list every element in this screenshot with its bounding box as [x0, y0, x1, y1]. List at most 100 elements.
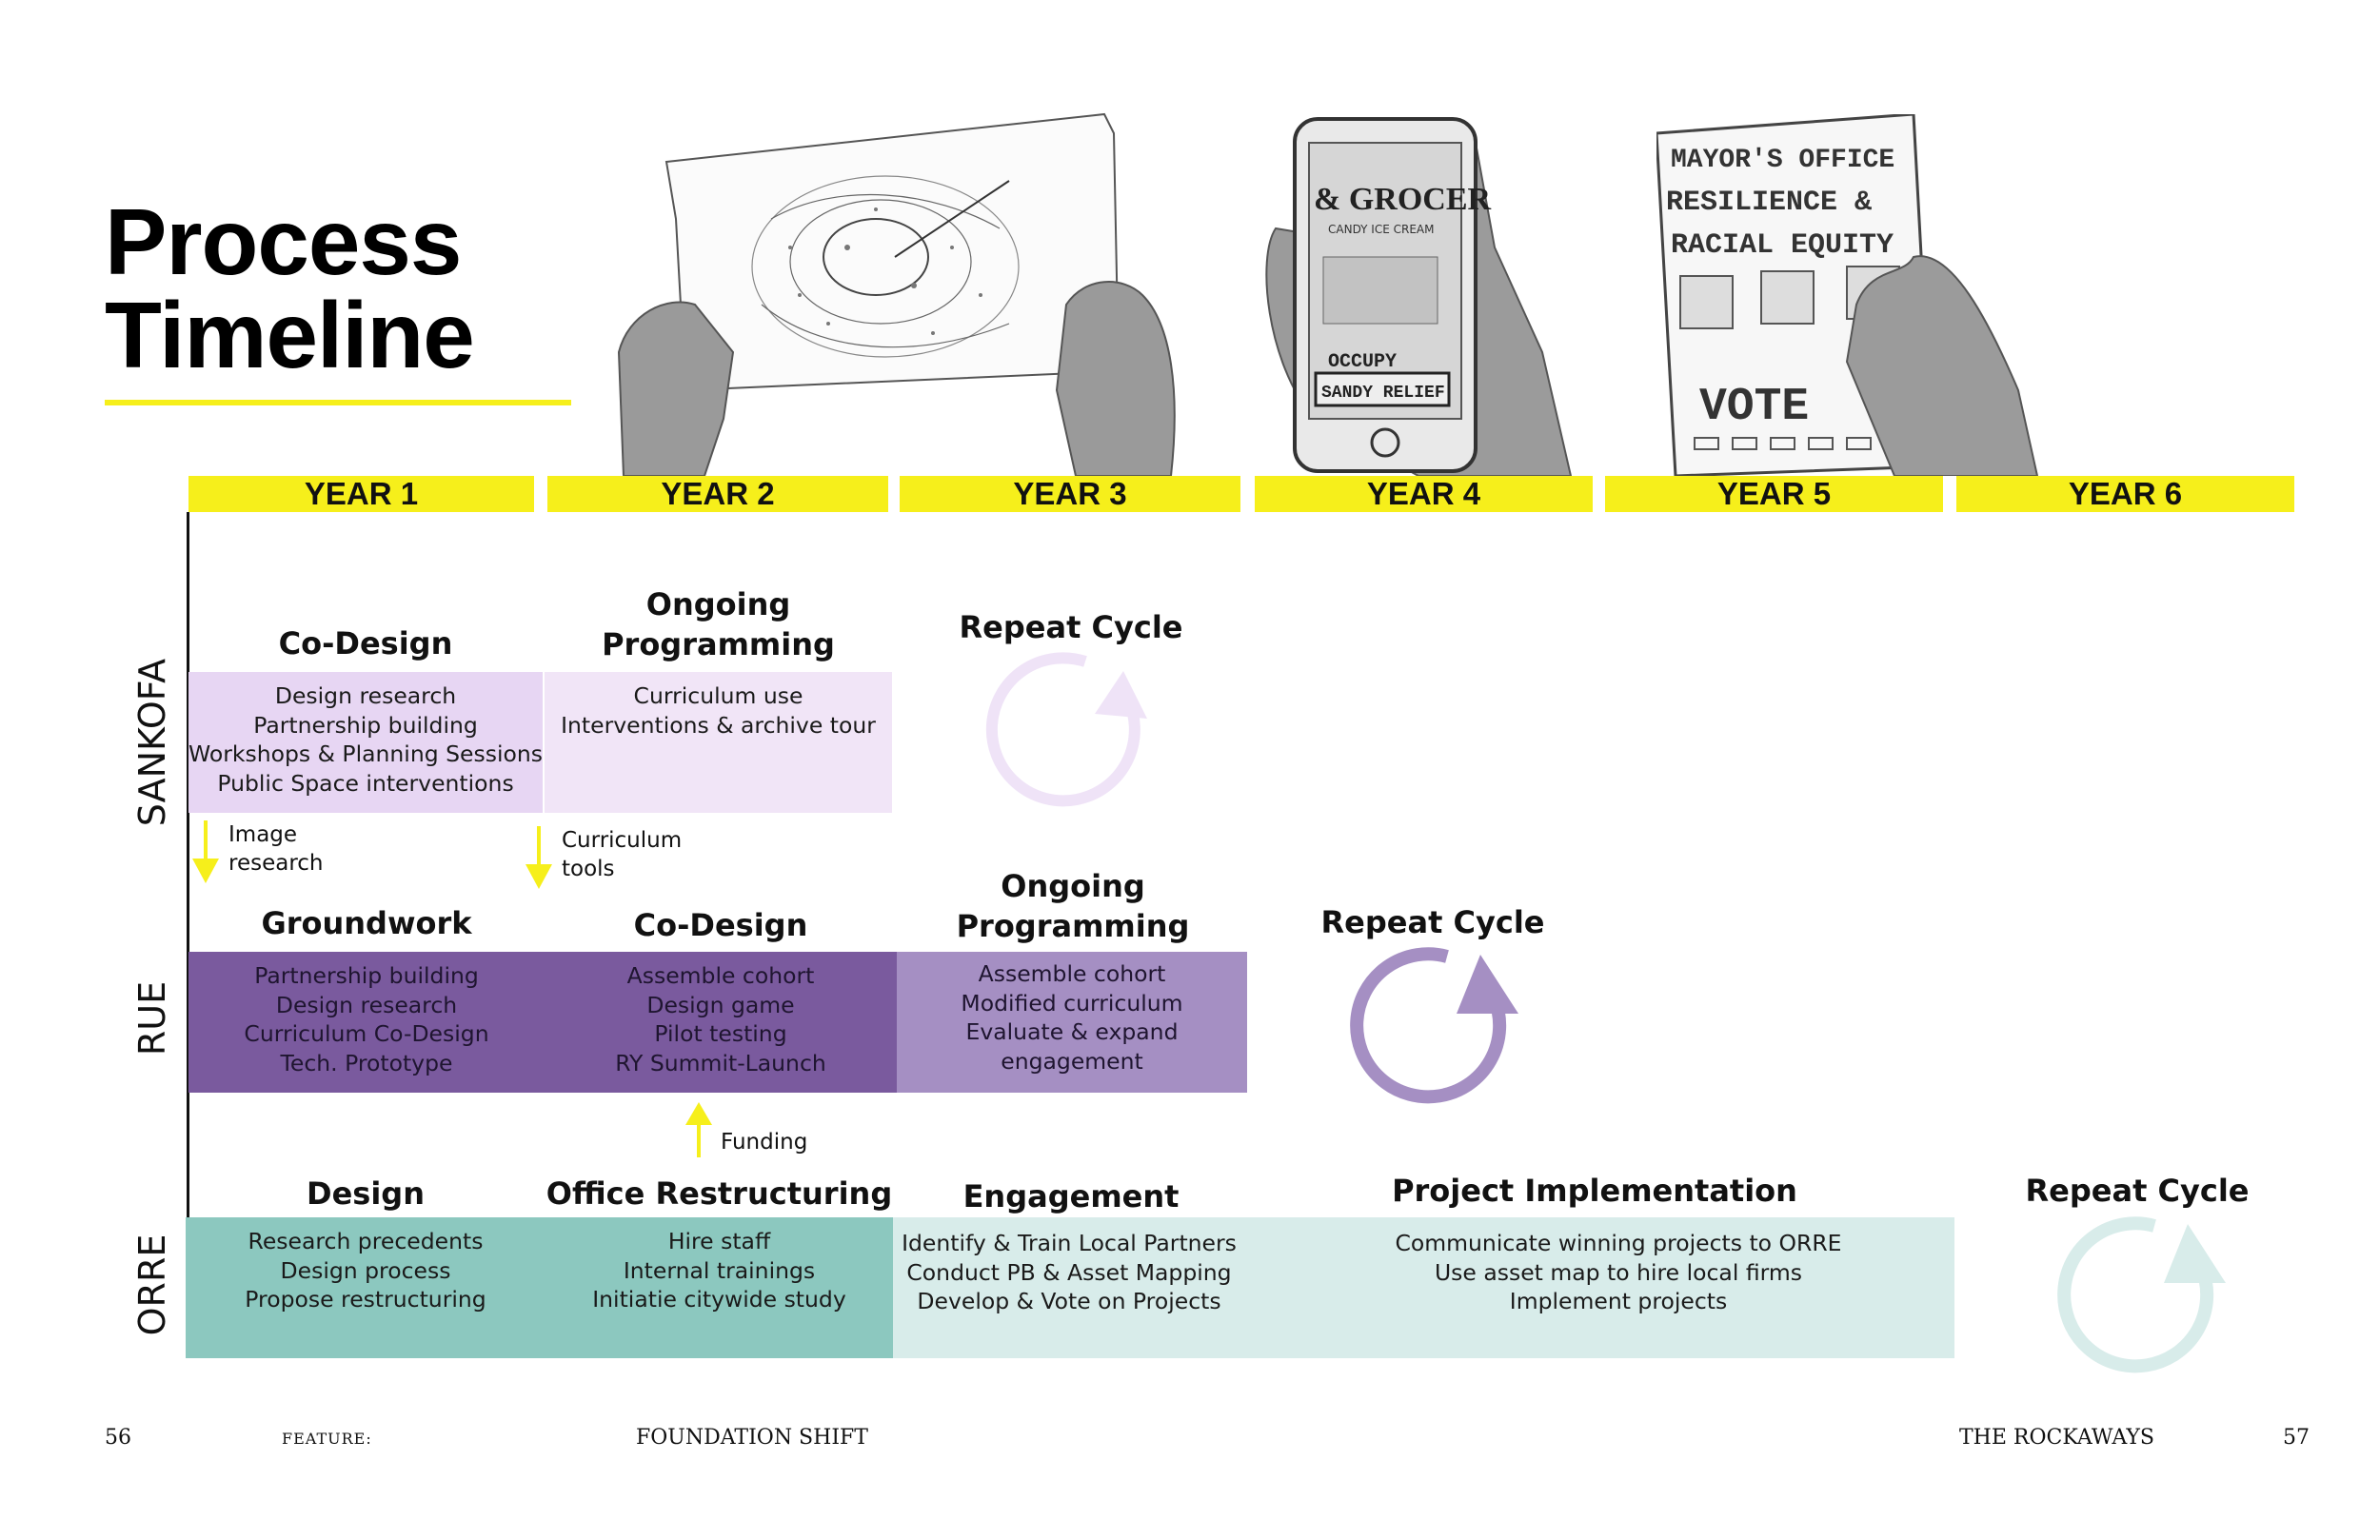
- flyer-line-1: MAYOR'S OFFICE: [1671, 146, 1894, 175]
- phone-illustration: & GROCER CANDY ICE CREAM OCCUPY SANDY RE…: [1265, 117, 1573, 476]
- orre-implementation-line-2: Use asset map to hire local firms: [1434, 1258, 1803, 1286]
- flyer-illustration: MAYOR'S OFFICE RESILIENCE & RACIAL EQUIT…: [1656, 114, 2039, 476]
- sankofa-ongoing-title: Ongoing Programming: [545, 584, 892, 664]
- rue-groundwork-line-3: Curriculum Co-Design: [244, 1020, 489, 1047]
- year-4-header: YEAR 4: [1255, 476, 1593, 512]
- title-line-1: Process: [105, 189, 462, 294]
- year-4-label: YEAR 4: [1366, 476, 1481, 511]
- page-title: Process Timeline: [105, 189, 475, 387]
- orre-engagement-box: Identify & Train Local Partners Conduct …: [893, 1217, 1245, 1358]
- orre-design-box: Research precedents Design process Propo…: [186, 1217, 545, 1358]
- rue-groundwork-line-1: Partnership building: [254, 962, 479, 989]
- orre-repeat-cycle-icon: [2057, 1216, 2226, 1373]
- footer-feature-label: FEATURE:: [282, 1430, 372, 1448]
- curriculum-tools-line-2: tools: [562, 857, 615, 881]
- sankofa-ongoing-title-line-1: Ongoing: [645, 586, 791, 622]
- sankofa-ongoing-line-1: Curriculum use: [633, 682, 803, 709]
- sankofa-codesign-line-2: Partnership building: [253, 711, 478, 739]
- phone-subsign-text: CANDY ICE CREAM: [1328, 223, 1434, 236]
- title-line-2: Timeline: [105, 283, 475, 387]
- orre-office-title: Office Restructuring: [545, 1175, 893, 1212]
- image-research-arrow-icon: [192, 820, 219, 883]
- rue-ongoing-line-3: Evaluate & expand: [965, 1018, 1179, 1045]
- flyer-vote-text: VOTE: [1699, 382, 1809, 433]
- year-2-header: YEAR 2: [547, 476, 888, 512]
- sankofa-repeat-cycle-icon: [985, 652, 1147, 807]
- sankofa-ongoing-line-2: Interventions & archive tour: [561, 711, 876, 739]
- rue-codesign-line-1: Assemble cohort: [626, 962, 815, 989]
- sankofa-codesign-title: Co-Design: [278, 625, 453, 661]
- rue-groundwork-title: Groundwork: [261, 905, 472, 941]
- row-label-orre: ORRE: [131, 1234, 173, 1336]
- footer-section-title: THE ROCKAWAYS: [1959, 1426, 2154, 1450]
- orre-repeat-title: Repeat Cycle: [2025, 1173, 2250, 1209]
- orre-office-line-2: Internal trainings: [623, 1256, 816, 1284]
- page-number-left: 56: [105, 1426, 131, 1450]
- orre-engagement-implementation-box: [893, 1217, 1954, 1358]
- orre-implementation-title: Project Implementation: [1392, 1173, 1797, 1209]
- rue-ongoing-line-1: Assemble cohort: [978, 960, 1166, 987]
- rue-codesign-title: Co-Design: [633, 907, 808, 943]
- rue-ongoing-title: Ongoing Programming: [897, 866, 1249, 946]
- orre-office-line-3: Initiatie citywide study: [592, 1286, 846, 1313]
- year-3-header: YEAR 3: [900, 476, 1240, 512]
- rue-ongoing-title-line-1: Ongoing: [1001, 868, 1145, 904]
- curriculum-tools-note: Curriculum tools: [562, 826, 682, 883]
- sankofa-codesign-line-3: Workshops & Planning Sessions: [188, 740, 544, 767]
- orre-implementation-box: Communicate winning projects to ORRE Use…: [1361, 1217, 1875, 1358]
- orre-implementation-line-3: Implement projects: [1509, 1288, 1728, 1314]
- year-5-header: YEAR 5: [1605, 476, 1943, 512]
- orre-office-line-1: Hire staff: [667, 1228, 771, 1254]
- rue-groundwork-line-2: Design research: [275, 991, 458, 1018]
- timeline-axis: [187, 512, 189, 1340]
- page-number-right: 57: [2283, 1426, 2310, 1450]
- orre-design-line-1: Research precedents: [248, 1228, 484, 1254]
- drawing-illustration: [617, 112, 1176, 476]
- orre-implementation-line-1: Communicate winning projects to ORRE: [1395, 1230, 1842, 1256]
- sankofa-ongoing-box: Curriculum use Interventions & archive t…: [545, 672, 892, 813]
- rue-codesign-line-3: Pilot testing: [654, 1020, 787, 1047]
- image-research-line-2: research: [228, 851, 324, 876]
- sankofa-codesign-box: Design research Partnership building Wor…: [188, 672, 543, 813]
- image-research-line-1: Image: [228, 822, 298, 847]
- row-label-sankofa: SANKOFA: [131, 658, 173, 827]
- curriculum-tools-line-1: Curriculum: [562, 828, 683, 853]
- phone-sign-text: & GROCER: [1314, 182, 1492, 217]
- sankofa-codesign-line-1: Design research: [274, 682, 457, 709]
- footer-story-title: FOUNDATION SHIFT: [636, 1426, 868, 1450]
- image-research-note: Image research: [228, 820, 324, 878]
- year-6-header: YEAR 6: [1956, 476, 2294, 512]
- row-label-rue: RUE: [131, 980, 173, 1056]
- sankofa-codesign-line-4: Public Space interventions: [217, 769, 514, 797]
- orre-engagement-line-1: Identify & Train Local Partners: [902, 1230, 1237, 1256]
- rue-groundwork-line-4: Tech. Prototype: [280, 1049, 453, 1076]
- orre-office-box: Hire staff Internal trainings Initiatie …: [545, 1217, 893, 1358]
- year-1-header: YEAR 1: [188, 476, 534, 512]
- rue-codesign-box: Assemble cohort Design game Pilot testin…: [545, 952, 897, 1093]
- rue-ongoing-line-4: engagement: [1001, 1047, 1143, 1075]
- orre-engagement-line-2: Conduct PB & Asset Mapping: [906, 1258, 1232, 1286]
- rue-ongoing-title-line-2: Programming: [956, 908, 1190, 944]
- sankofa-ongoing-title-line-2: Programming: [602, 626, 835, 662]
- phone-relief-text: SANDY RELIEF: [1321, 384, 1445, 403]
- flyer-line-3: RACIAL EQUITY: [1671, 229, 1894, 262]
- orre-engagement-line-3: Develop & Vote on Projects: [917, 1288, 1221, 1314]
- curriculum-tools-arrow-icon: [526, 826, 552, 889]
- year-3-label: YEAR 3: [1013, 476, 1127, 511]
- year-2-label: YEAR 2: [661, 476, 775, 511]
- orre-design-line-2: Design process: [280, 1256, 451, 1284]
- orre-design-title: Design: [307, 1175, 425, 1212]
- year-5-label: YEAR 5: [1716, 476, 1832, 511]
- sankofa-repeat-title: Repeat Cycle: [959, 609, 1183, 645]
- phone-occupy-text: OCCUPY: [1328, 351, 1397, 373]
- rue-repeat-cycle-icon: [1350, 947, 1518, 1104]
- title-underline: [105, 400, 571, 405]
- rue-ongoing-box: Assemble cohort Modified curriculum Eval…: [897, 952, 1247, 1093]
- funding-arrow-icon: [685, 1102, 712, 1157]
- rue-repeat-title: Repeat Cycle: [1320, 904, 1545, 940]
- rue-ongoing-line-2: Modified curriculum: [961, 989, 1183, 1017]
- year-6-label: YEAR 6: [2068, 476, 2183, 511]
- orre-design-line-3: Propose restructuring: [245, 1286, 486, 1313]
- funding-note: Funding: [721, 1130, 808, 1155]
- rue-groundwork-box: Partnership building Design research Cur…: [188, 952, 545, 1093]
